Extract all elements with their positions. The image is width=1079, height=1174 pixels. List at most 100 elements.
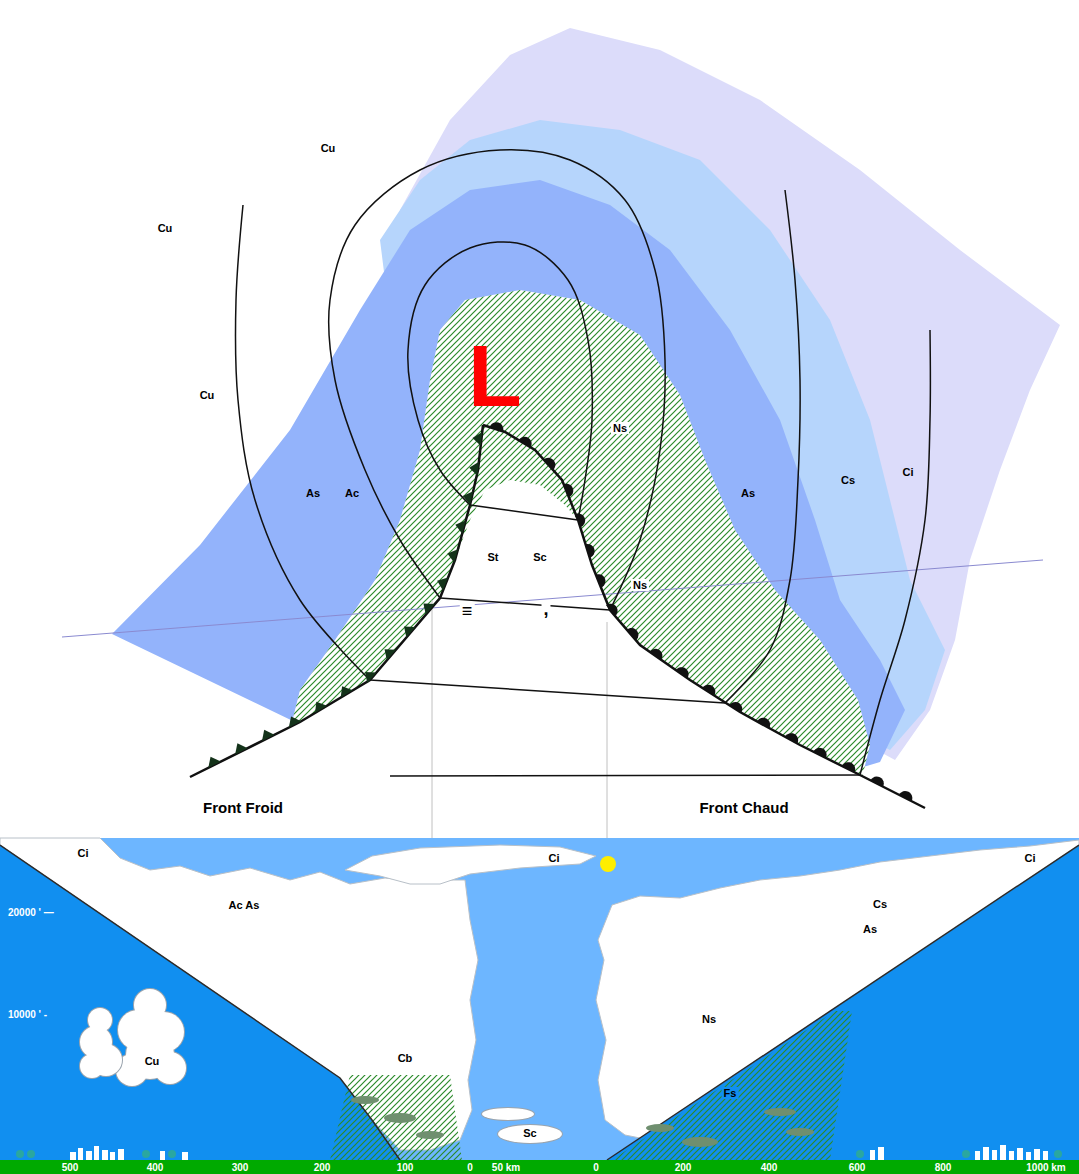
building	[1017, 1148, 1023, 1160]
distance-label: 1000 km	[1024, 1162, 1067, 1173]
trees	[16, 1150, 1062, 1158]
isobar	[470, 505, 578, 520]
tree	[962, 1150, 970, 1158]
tree	[142, 1150, 150, 1158]
cloud-type-label: Sc	[531, 551, 548, 563]
cloud-type-label: Fs	[722, 1087, 739, 1099]
cloud-type-label: Ns	[631, 579, 649, 591]
isobar	[725, 190, 800, 703]
building	[86, 1151, 92, 1160]
distance-label: 400	[145, 1162, 166, 1173]
cloud-type-label: Ci	[547, 852, 562, 864]
cloud-outline	[482, 1108, 534, 1120]
cold-front-triangle	[404, 626, 415, 637]
building	[110, 1152, 115, 1160]
distance-label: 200	[312, 1162, 333, 1173]
warm-air-sky	[0, 838, 1079, 1160]
distance-label: 800	[933, 1162, 954, 1173]
fractostratus	[682, 1137, 718, 1147]
cold-front-triangle	[469, 462, 479, 476]
warm-front-semicircle	[871, 777, 884, 787]
warm-sector	[190, 480, 925, 838]
isobar	[408, 242, 593, 520]
building	[1043, 1151, 1048, 1160]
building	[1026, 1152, 1031, 1160]
cumulus-cloud	[116, 989, 186, 1086]
distance-label: 50 km	[490, 1162, 522, 1173]
cloud-type-label: As	[861, 923, 879, 935]
rain-area	[330, 1075, 462, 1160]
isobar	[390, 775, 860, 776]
cloud-body	[80, 1054, 104, 1078]
warm-front-line	[483, 425, 925, 808]
fractostratus	[764, 1108, 796, 1116]
cold-front-triangle	[455, 520, 466, 534]
buildings	[70, 1145, 1048, 1160]
cloud-type-label: Ns	[700, 1013, 718, 1025]
building	[70, 1152, 76, 1160]
building	[102, 1150, 108, 1160]
tree	[1054, 1150, 1062, 1158]
distance-label: 600	[847, 1162, 868, 1173]
fractostratus	[786, 1128, 814, 1136]
cloud-body	[498, 1125, 562, 1143]
ground	[0, 1160, 1079, 1174]
cloud-type-label: Ac	[343, 487, 361, 499]
warm-front-semicircle	[729, 702, 742, 713]
stratocumulus-cloud	[482, 1108, 562, 1143]
fractostratus	[384, 1113, 416, 1123]
weather-symbol: ≡	[460, 602, 475, 622]
cloud-type-label: Ac As	[227, 899, 262, 911]
warm-front-semicircle	[676, 667, 689, 678]
warm-front-semicircle	[576, 513, 585, 527]
isobar	[235, 205, 370, 680]
fractostratus	[416, 1131, 444, 1139]
distance-label: 400	[759, 1162, 780, 1173]
cold-front-triangle	[262, 730, 275, 741]
warm-front-semicircle	[702, 685, 715, 696]
building	[983, 1147, 989, 1160]
building	[1009, 1151, 1014, 1160]
front-label: Front Chaud	[697, 800, 790, 817]
fractostratus	[646, 1124, 674, 1132]
distance-label: 0	[465, 1162, 475, 1173]
cumulus-cloud	[80, 1008, 122, 1078]
warm-front-semicircle	[490, 422, 504, 431]
cold-front-triangle	[437, 577, 448, 590]
distance-label: 300	[230, 1162, 251, 1173]
distance-label: 100	[395, 1162, 416, 1173]
cold-front-triangle	[447, 549, 458, 563]
cloud-type-label: Cs	[871, 898, 889, 910]
cloud-type-label: St	[486, 551, 501, 563]
building	[992, 1150, 997, 1160]
warm-front-semicircle	[544, 458, 556, 470]
cloud-type-label: Ci	[76, 847, 91, 859]
cold-front-triangle	[473, 432, 483, 446]
cloud-type-label: Ci	[1023, 852, 1038, 864]
cold-frontal-surface	[0, 845, 400, 1160]
cloud-type-label: Cu	[319, 142, 338, 154]
cold-front-triangle	[289, 716, 302, 727]
cold-front-triangle	[385, 649, 396, 660]
building	[870, 1150, 875, 1160]
cold-front-triangle	[208, 757, 221, 768]
altitude-label: 20000 ' —	[6, 907, 56, 918]
distance-label: 500	[60, 1162, 81, 1173]
warm-front-semicircle	[757, 718, 770, 728]
building	[878, 1147, 884, 1160]
distance-label: 0	[591, 1162, 601, 1173]
isobar	[370, 680, 725, 703]
cloud-type-label: Ci	[901, 466, 916, 478]
building	[160, 1151, 165, 1160]
building	[975, 1151, 980, 1160]
tree	[16, 1150, 24, 1158]
tree	[27, 1150, 35, 1158]
rain-area	[612, 1011, 852, 1160]
building	[94, 1146, 99, 1160]
tree	[168, 1150, 176, 1158]
warm-front-semicircle	[519, 437, 532, 448]
cloud-type-label: Cb	[396, 1052, 415, 1064]
